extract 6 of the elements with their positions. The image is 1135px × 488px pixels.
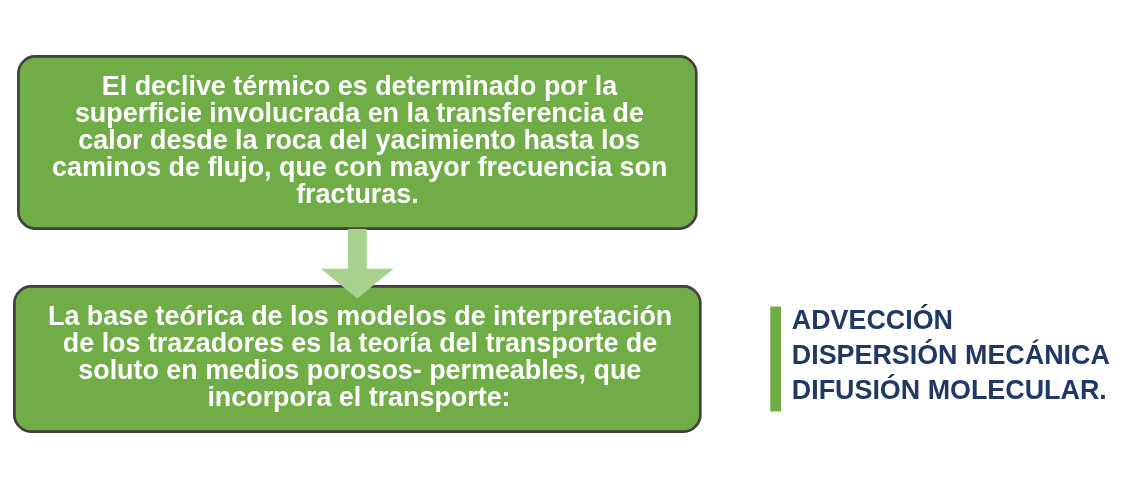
label: DISPERSIÓN MECÁNICA <box>791 340 1110 371</box>
arrow <box>321 228 394 299</box>
node-box: El declive térmico es determinado por la superficie involucrada en la transferencia de calor desde la roca del yacimiento hasta los caminos de flujo, que con mayor frecuencia son fracturas. <box>17 55 698 230</box>
node-box: La base teórica de los modelos de interpretación de los trazadores es la teoría del transporte de soluto en medios porosos- permeables, que incorpora el transporte: <box>13 285 702 433</box>
label: DIFUSIÓN MOLECULAR. <box>791 375 1107 406</box>
label: ADVECCIÓN <box>791 305 954 336</box>
